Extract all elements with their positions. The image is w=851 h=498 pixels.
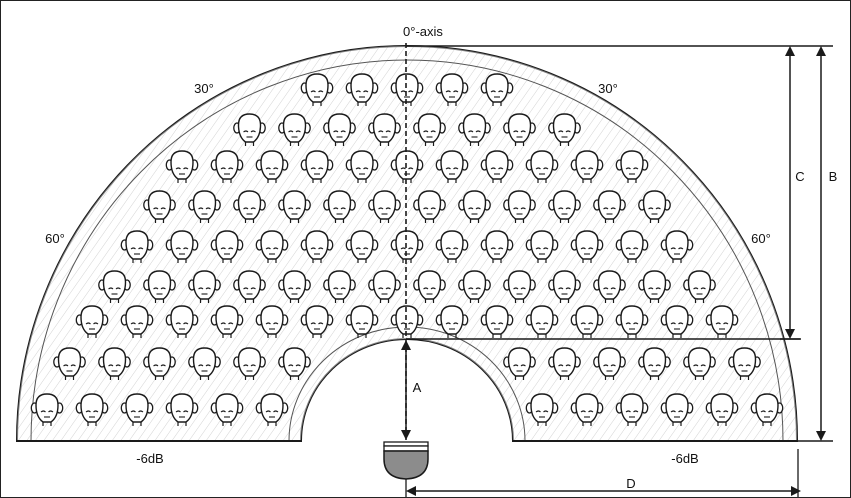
dimension-d — [405, 449, 801, 497]
outer-arc-inner-line — [30, 59, 784, 442]
angle-label-right-30: 30° — [598, 81, 618, 96]
dimension-b-label: B — [829, 169, 838, 184]
dimension-c-label: C — [795, 169, 804, 184]
dimension-d-label: D — [626, 476, 635, 491]
dimension-c — [780, 46, 800, 340]
edge-label-right: -6dB — [671, 451, 698, 466]
dimension-a — [401, 340, 411, 440]
zero-axis-label: 0°-axis — [403, 24, 443, 39]
angle-label-right-60: 60° — [751, 231, 771, 246]
angle-label-left-60: 60° — [45, 231, 65, 246]
dimension-b — [797, 46, 833, 442]
angle-label-left-30: 30° — [194, 81, 214, 96]
edge-label-left: -6dB — [136, 451, 163, 466]
loudspeaker-icon — [383, 441, 429, 480]
dimension-a-label: A — [413, 380, 422, 395]
